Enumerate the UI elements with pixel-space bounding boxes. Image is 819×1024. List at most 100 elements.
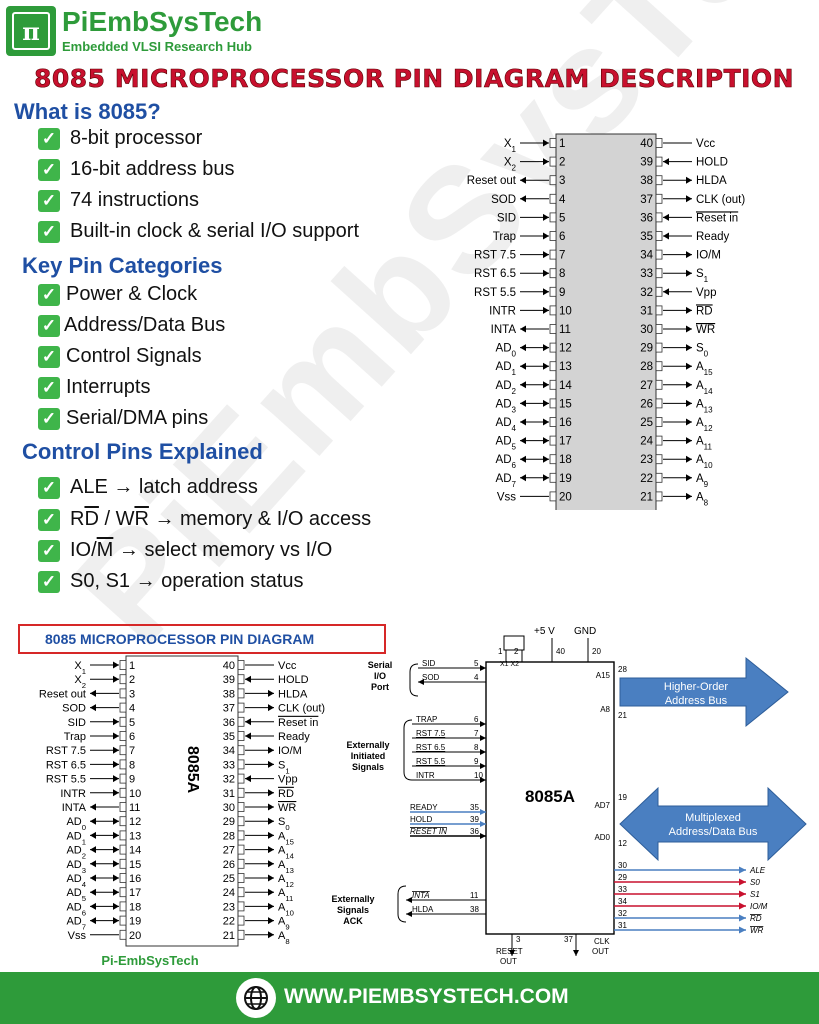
pin-label: RST 5.5	[46, 774, 86, 786]
arrow-head	[520, 176, 526, 184]
pin-label: AD7	[496, 473, 517, 489]
arrow-head	[113, 675, 119, 683]
pin-label: AD5	[496, 436, 517, 452]
pin-label: TRAP	[416, 715, 437, 724]
pin-number: 11	[470, 891, 479, 900]
pin-number: 18	[559, 454, 572, 466]
pin-stub	[237, 773, 245, 784]
pin-number: 32	[640, 287, 653, 299]
pin-number: 14	[129, 845, 141, 857]
pin-number: 2	[559, 157, 565, 169]
pin-number: 34	[223, 745, 235, 757]
higher-bus-label: Higher-Order	[664, 681, 729, 693]
arrow-head	[686, 306, 692, 314]
pin-label: HLDA	[278, 688, 308, 700]
gnd-label: GND	[574, 626, 596, 637]
pin-stub	[119, 858, 127, 869]
pin-stub	[655, 379, 663, 390]
pin-number: 3	[129, 688, 135, 700]
arrow-head	[113, 775, 119, 783]
pin-number: 4	[559, 194, 566, 206]
pin-number: 36	[470, 827, 479, 836]
pin-number: 1	[129, 660, 135, 672]
arrow-head	[268, 817, 274, 825]
pin-label: A15	[596, 671, 611, 680]
arrow-head	[113, 746, 119, 754]
chip-label: 8085A	[525, 787, 575, 806]
footer-url-link[interactable]: WWW.PIEMBSYSTECH.COM	[284, 985, 569, 1008]
check-icon: ✓	[38, 158, 60, 181]
pin-number: 12	[129, 816, 141, 828]
pin-number: 6	[559, 231, 565, 243]
output-label: RD	[750, 914, 762, 923]
pin-number: 1	[559, 138, 565, 150]
arrow-head	[90, 917, 96, 925]
pin-stub	[549, 305, 557, 316]
pin-label: RST 7.5	[416, 729, 446, 738]
pin-label: RESET IN	[410, 827, 447, 836]
pin-stub	[655, 212, 663, 223]
pin-number: 25	[640, 417, 653, 429]
pin-stub	[237, 830, 245, 841]
pin-stub	[119, 844, 127, 855]
ack-group-label: ACK	[343, 916, 363, 926]
pin-number: 7	[129, 745, 135, 757]
pin-label: RST 7.5	[474, 250, 516, 262]
pin-label: A10	[696, 454, 713, 470]
pin-number: 36	[640, 212, 653, 224]
pin-label: AD5	[66, 887, 86, 903]
pin-label: IO/M	[278, 745, 302, 757]
arrow-head	[686, 381, 692, 389]
pin-label: INTA	[412, 891, 430, 900]
top-pin-number: 2	[514, 647, 519, 656]
list-item: ✓Power & Clock	[38, 283, 197, 306]
check-icon: ✓	[38, 127, 60, 150]
pin-number: 7	[474, 729, 479, 738]
arrow-head	[113, 888, 119, 896]
pin-number: 24	[640, 436, 653, 448]
output-label: ALE	[749, 866, 766, 875]
arrow-head	[90, 803, 96, 811]
pin-stub	[119, 702, 127, 713]
crystal	[503, 635, 525, 651]
reset-out-label: OUT	[500, 957, 517, 966]
pin-number: 34	[618, 897, 627, 906]
arrow-head	[663, 158, 669, 166]
arrow-head	[520, 418, 526, 426]
pin-stub	[237, 844, 245, 855]
pin-stub	[549, 156, 557, 167]
clk-out-label: OUT	[592, 947, 609, 956]
arrow-head	[520, 362, 526, 370]
pin-label: AD0	[496, 343, 517, 359]
arrow-head	[686, 251, 692, 259]
pin-number: 38	[470, 905, 479, 914]
arrow-head	[113, 917, 119, 925]
pin-stub	[237, 745, 245, 756]
pin-stub	[549, 324, 557, 334]
arrow-head	[480, 749, 486, 755]
pin-number: 37	[640, 194, 653, 206]
pin-label: Trap	[64, 731, 86, 743]
pin-stub	[119, 674, 127, 685]
pin-stub	[549, 212, 557, 223]
pin-label: WR	[696, 324, 715, 336]
pin-stub	[549, 398, 557, 409]
pin-label: INTA	[491, 324, 517, 336]
pin-number: 11	[129, 802, 140, 814]
arrow-head	[686, 269, 692, 277]
arrow-head	[113, 789, 119, 797]
pin-stub	[549, 417, 557, 427]
pin-number: 10	[474, 771, 483, 780]
arrow-head	[268, 831, 274, 839]
brace	[397, 885, 407, 923]
pin-label: Ready	[278, 731, 310, 743]
pin-stub	[549, 231, 557, 241]
pin-label: AD2	[66, 845, 86, 861]
arrow-head	[543, 437, 549, 445]
arrow-head	[543, 288, 549, 296]
pin-stub	[237, 873, 245, 883]
pin-label: Reset in	[278, 717, 318, 729]
pin-stub	[119, 660, 127, 670]
